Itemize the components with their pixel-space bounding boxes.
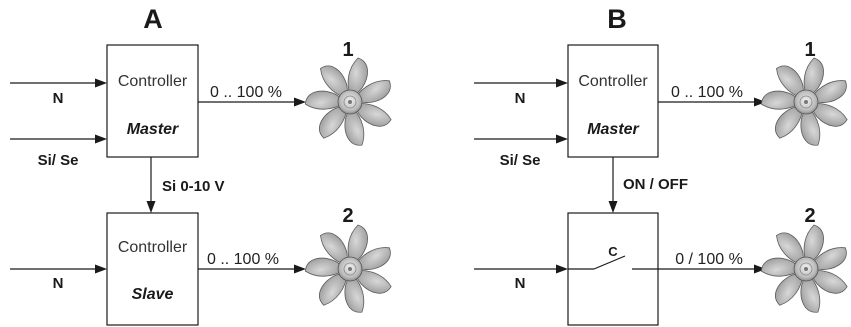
slave-output-label-a: 0 .. 100 % <box>207 251 279 268</box>
fan-icon <box>758 224 851 317</box>
master-output-label-b: 0 .. 100 % <box>671 84 743 101</box>
input-n-label-b: N <box>515 90 526 107</box>
link-label-b: ON / OFF <box>623 176 688 193</box>
switch-output-arrowhead-b <box>754 264 766 274</box>
switch-label-b: C <box>608 244 618 259</box>
switch-contact-symbol <box>568 255 658 270</box>
slave-output-arrowhead-a <box>294 264 306 274</box>
slave-role-a: Slave <box>132 286 174 303</box>
master-output-arrowhead-a <box>294 97 306 107</box>
slave-controller-name-a: Controller <box>118 239 188 256</box>
panel-title-b: B <box>607 4 627 34</box>
link-arrowhead-a <box>146 201 156 213</box>
fan-number-1-a: 1 <box>342 39 353 61</box>
input-n-label-a: N <box>53 90 64 107</box>
link-label-a: Si 0-10 V <box>162 178 225 195</box>
master-output-arrowhead-b <box>754 97 766 107</box>
input-si-se-arrowhead-a <box>95 134 107 144</box>
panel-b: B Controller Master N Si/ Se 0 .. 100 % … <box>474 4 851 326</box>
fan-icon <box>758 57 851 150</box>
slave-input-arrowhead-a <box>95 264 107 274</box>
input-si-se-label-a: Si/ Se <box>38 152 79 169</box>
switch-output-label-b: 0 / 100 % <box>675 251 743 268</box>
fan-number-1-b: 1 <box>804 39 815 61</box>
fan-number-2-b: 2 <box>804 205 815 227</box>
master-role-b: Master <box>587 121 639 138</box>
fan-icon <box>302 57 396 150</box>
link-arrowhead-b <box>608 201 618 213</box>
switch-input-label-b: N <box>515 275 526 292</box>
fan-number-2-a: 2 <box>342 205 353 227</box>
master-controller-name-a: Controller <box>118 73 188 90</box>
input-n-arrowhead-b <box>556 78 568 88</box>
input-si-se-label-b: Si/ Se <box>500 152 541 169</box>
switch-input-arrowhead-b <box>556 264 568 274</box>
slave-controller-box-a <box>106 212 199 326</box>
master-controller-box-a <box>106 44 199 158</box>
master-output-label-a: 0 .. 100 % <box>210 84 282 101</box>
fan-icon <box>302 224 396 317</box>
panel-title-a: A <box>143 4 163 34</box>
master-controller-box-b <box>567 44 659 158</box>
input-si-se-arrowhead-b <box>556 134 568 144</box>
panel-a: A Controller Master N Si/ Se 0 .. 100 % … <box>10 4 396 326</box>
slave-input-label-a: N <box>53 275 64 292</box>
master-role-a: Master <box>127 121 179 138</box>
input-n-arrowhead-a <box>95 78 107 88</box>
master-controller-name-b: Controller <box>578 73 648 90</box>
